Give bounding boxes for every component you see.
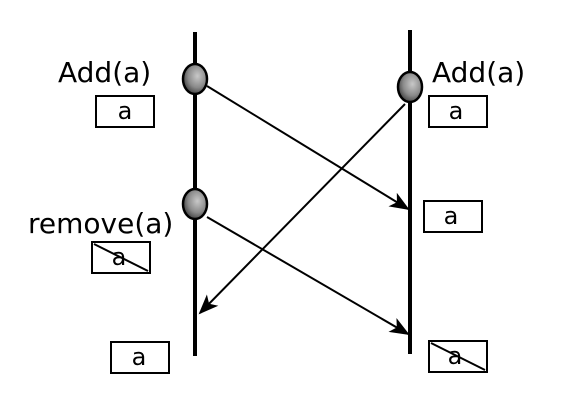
arrow-left-add-to-right (206, 85, 410, 211)
right-add-event-marker (396, 70, 424, 104)
right-state-after-left-add-value: a (444, 202, 459, 230)
left-add-event-marker (181, 62, 209, 96)
left-state-after-add-value: a (118, 97, 133, 125)
left-add-label: Add(a) (58, 56, 151, 89)
right-state-after-add-value: a (449, 97, 464, 125)
left-state-final-value: a (132, 343, 147, 371)
right-state-after-add: a (428, 95, 488, 128)
arrow-left-remove-to-right (206, 216, 410, 336)
left-remove-label: remove(a) (28, 207, 173, 240)
left-state-after-remove-strike (93, 243, 149, 272)
left-remove-event-marker (181, 187, 209, 221)
left-state-after-remove: a (91, 241, 151, 274)
right-state-final: a (428, 340, 488, 373)
right-add-label: Add(a) (432, 56, 525, 89)
right-state-after-left-add: a (423, 200, 483, 233)
right-state-final-strike (430, 342, 486, 371)
arrow-right-add-to-left (198, 103, 406, 315)
left-state-final: a (110, 341, 170, 374)
left-state-after-add: a (95, 95, 155, 128)
